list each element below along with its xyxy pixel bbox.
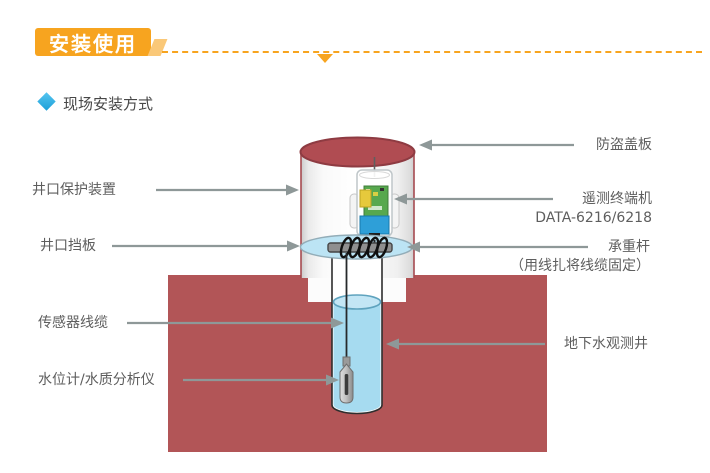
label-load-bearing-rod: 承重杆 （用线扎将线缆固定） bbox=[510, 238, 650, 276]
down-triangle-icon bbox=[317, 54, 333, 63]
water-surface bbox=[332, 294, 382, 310]
label-telemetry-terminal-line1: 遥测终端机 bbox=[582, 191, 652, 207]
board-connector bbox=[368, 206, 382, 210]
label-telemetry-terminal-line2: DATA-6216/6218 bbox=[535, 210, 652, 226]
anti-theft-cover-plate bbox=[299, 136, 416, 168]
label-wellhead-baffle: 井口挡板 bbox=[40, 238, 96, 254]
label-water-analyzer: 水位计/水质分析仪 bbox=[38, 372, 155, 388]
label-load-bearing-rod-line2: （用线扎将线缆固定） bbox=[510, 258, 650, 274]
board-chip bbox=[380, 188, 384, 191]
label-wellhead-protection: 井口保护装置 bbox=[32, 182, 116, 198]
label-anti-theft-cover: 防盗盖板 bbox=[596, 137, 652, 153]
label-telemetry-terminal: 遥测终端机 DATA-6216/6218 bbox=[535, 190, 652, 228]
board-chip bbox=[373, 192, 378, 196]
label-observation-well: 地下水观测井 bbox=[564, 336, 648, 352]
yellow-module bbox=[359, 189, 372, 208]
label-load-bearing-rod-line1: 承重杆 bbox=[608, 239, 650, 255]
callout-arrows bbox=[112, 143, 588, 382]
battery-pack bbox=[359, 215, 390, 235]
housing-cap bbox=[359, 171, 390, 179]
callout-arrowheads bbox=[286, 139, 432, 386]
section-banner-title: 安装使用 bbox=[49, 31, 137, 56]
subsection-title: 现场安装方式 bbox=[63, 95, 154, 113]
probe-slot bbox=[344, 374, 349, 395]
coiled-cable bbox=[339, 236, 389, 259]
water-level-sensor-probe bbox=[339, 356, 354, 404]
section-banner: 安装使用 bbox=[35, 28, 151, 56]
telemetry-terminal-device bbox=[349, 157, 400, 241]
label-sensor-cable: 传感器线缆 bbox=[38, 315, 108, 331]
dashed-rule bbox=[162, 51, 702, 53]
